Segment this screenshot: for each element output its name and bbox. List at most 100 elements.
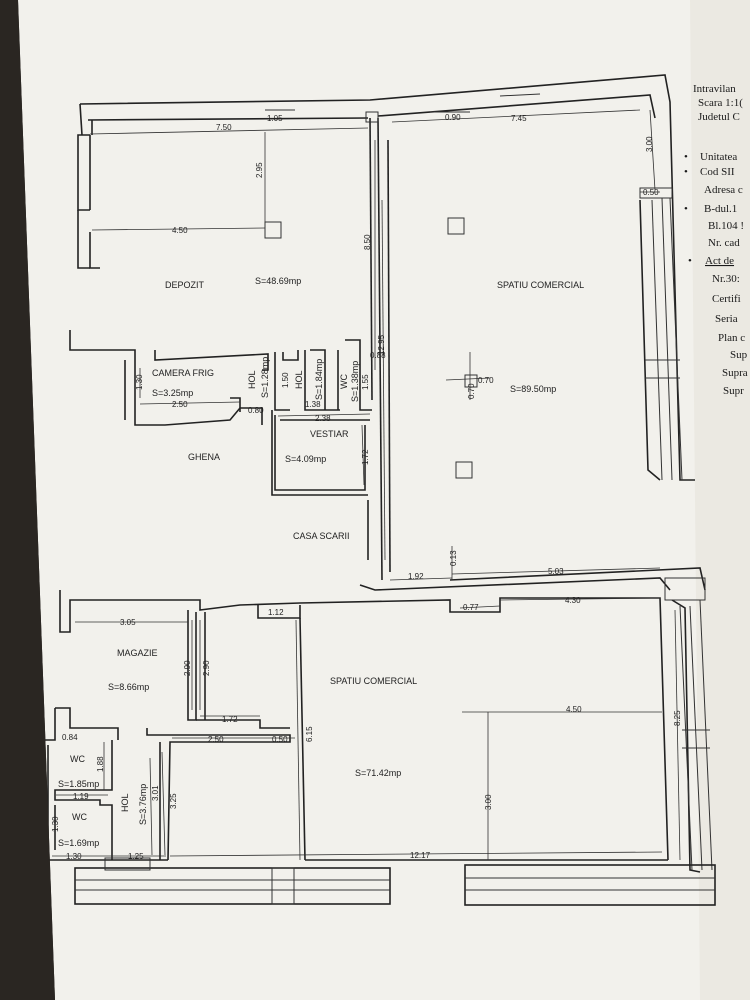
dimension-label: 0.70 — [478, 376, 494, 385]
pillar-icon — [264, 221, 282, 239]
dimension-label: 2.95 — [255, 162, 264, 178]
dimension-label: 0.88 — [370, 351, 386, 360]
room-area: S=1.38mp — [350, 361, 360, 402]
side-text-block: Intravilan Scara 1:1( Judetul C • Unitat… — [684, 83, 748, 397]
dimension-label: 2.38 — [315, 414, 331, 423]
side-header-line: Judetul C — [698, 111, 740, 123]
dimension-label: 12.95 — [377, 334, 386, 355]
dimension-label: 3.05 — [120, 618, 136, 627]
side-bullet-line: Supra — [722, 367, 748, 379]
dimension-label: 12.17 — [410, 851, 431, 860]
room-name: HOL — [120, 793, 130, 812]
room-area: S=1.28mp — [260, 357, 270, 398]
room-name: CAMERA FRIG — [152, 368, 214, 378]
side-bullet-line: Bl.104 ! — [708, 220, 744, 232]
side-header-line: Intravilan — [693, 83, 736, 95]
side-bullet-line: Sup — [730, 349, 748, 361]
dimension-label: 1.30 — [66, 852, 82, 861]
side-bullet-line: Act de — [705, 255, 734, 267]
side-bullet-line: B-dul.1 — [704, 203, 737, 215]
dimension-label: 1.30 — [51, 816, 60, 832]
dimension-label: 8.50 — [363, 234, 372, 250]
dimension-label: 3.00 — [645, 136, 654, 152]
dimension-label: 1.55 — [361, 374, 370, 390]
dimension-label: 4.50 — [566, 705, 582, 714]
dimension-labels: 1.05 0.90 7.50 7.45 3.00 0.50 2.95 4.50 … — [51, 113, 682, 861]
room-area: S=3.76mp — [138, 784, 148, 825]
dimension-label: 0.70 — [467, 383, 476, 399]
side-header-line: Scara 1:1( — [698, 97, 743, 109]
room-area: S=89.50mp — [510, 384, 556, 394]
dimension-label: 1.25 — [128, 852, 144, 861]
pillar-icon — [447, 217, 465, 235]
room-name: WC — [339, 374, 349, 389]
dimension-label: 0.80 — [248, 406, 264, 415]
room-area: S=71.42mp — [355, 768, 401, 778]
dimension-label: 2.90 — [183, 660, 192, 676]
bullet-icon: • — [684, 166, 688, 178]
dimension-lines — [52, 109, 681, 861]
dimension-label: 2.50 — [208, 735, 224, 744]
dimension-label: 1.38 — [305, 400, 321, 409]
side-bullet-line: Supr — [723, 385, 744, 397]
room-name: MAGAZIE — [117, 648, 158, 658]
paper-edge-shadow — [690, 0, 750, 1000]
dimension-label: 1.88 — [96, 756, 105, 772]
room-area: S=8.66mp — [108, 682, 149, 692]
side-bullet-line: Certifi — [712, 293, 741, 305]
pillar-icon — [464, 374, 478, 388]
dimension-label: 5.03 — [548, 567, 564, 576]
room-name: CASA SCARII — [293, 531, 350, 541]
dimension-label: 0.90 — [445, 113, 461, 122]
dimension-label: 7.45 — [511, 114, 527, 123]
room-name: HOL — [294, 370, 304, 389]
dimension-label: 1.92 — [408, 572, 424, 581]
dimension-label: 4.50 — [172, 226, 188, 235]
dimension-label: 1.50 — [281, 372, 290, 388]
dimension-label: 0.77 — [463, 603, 479, 612]
dimension-label: 1.72 — [222, 715, 238, 724]
dimension-label: 0.84 — [62, 733, 78, 742]
bullet-icon: • — [684, 203, 688, 215]
dimension-label: 2.90 — [202, 660, 211, 676]
paper-sheet — [18, 0, 750, 1000]
room-labels: DEPOZIT S=48.69mp SPATIU COMERCIAL S=89.… — [58, 276, 584, 848]
side-bullet-line: Adresa c — [704, 184, 743, 196]
dimension-label: 6.15 — [305, 726, 314, 742]
room-name: SPATIU COMERCIAL — [330, 676, 417, 686]
dimension-label: 0.50 — [643, 188, 659, 197]
side-bullet-line: Nr. cad — [708, 237, 740, 249]
room-name: DEPOZIT — [165, 280, 205, 290]
room-name: WC — [70, 754, 85, 764]
room-name: SPATIU COMERCIAL — [497, 280, 584, 290]
lower-walls — [41, 577, 716, 906]
room-area: S=4.09mp — [285, 454, 326, 464]
dimension-label: 1.30 — [135, 374, 144, 390]
room-area: S=3.25mp — [152, 388, 193, 398]
dimension-label: 3.00 — [484, 794, 493, 810]
room-name: VESTIAR — [310, 429, 349, 439]
background-edge — [0, 0, 55, 1000]
dimension-label: 0.50 — [272, 735, 288, 744]
side-bullet-line: Nr.30: — [712, 273, 740, 285]
room-area: S=1.85mp — [58, 779, 99, 789]
side-bullet-line: Plan c — [718, 332, 745, 344]
room-area: S=1.69mp — [58, 838, 99, 848]
dimension-label: 8.25 — [673, 710, 682, 726]
dimension-label: 4.30 — [565, 596, 581, 605]
dimension-label: 3.25 — [169, 793, 178, 809]
dimension-label: 1.12 — [268, 608, 284, 617]
side-bullet-line: Unitatea — [700, 151, 737, 163]
side-bullet-line: Cod SII — [700, 166, 735, 178]
room-name: GHENA — [188, 452, 220, 462]
dimension-label: 1.19 — [73, 792, 89, 801]
dimension-label: 0.13 — [449, 550, 458, 566]
dimension-label: 3.01 — [151, 785, 160, 801]
upper-walls — [69, 74, 706, 591]
dimension-label: 1.72 — [361, 449, 370, 465]
side-bullet-line: Seria — [715, 313, 738, 325]
dimension-label: 7.50 — [216, 123, 232, 132]
dimension-label: 2.50 — [172, 400, 188, 409]
room-area: S=1.84mp — [314, 359, 324, 400]
